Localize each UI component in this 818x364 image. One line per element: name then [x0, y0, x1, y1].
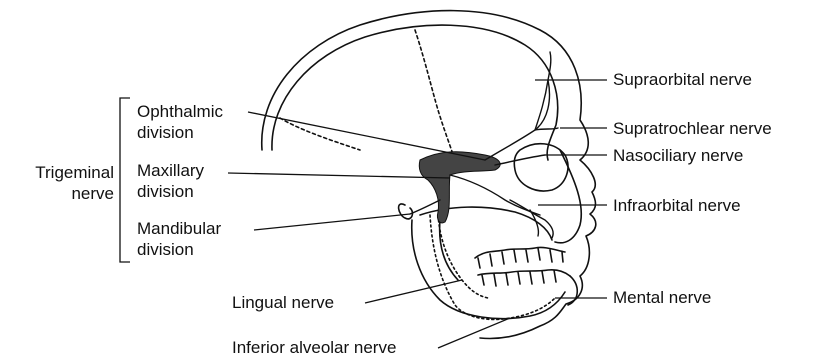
- lambdoid-suture: [280, 118, 360, 150]
- inferior-alveolar-leader: [438, 318, 510, 348]
- supratrochlear-label: Supratrochlear nerve: [613, 118, 772, 139]
- infraorbital-label: Infraorbital nerve: [613, 195, 741, 216]
- ophthalmic-line1: Ophthalmic: [137, 101, 223, 122]
- maxillary-line1: Maxillary: [137, 160, 204, 181]
- supraorbital-branch: [535, 52, 551, 130]
- coronal-suture: [415, 30, 458, 170]
- lingual-leader: [365, 280, 462, 303]
- supraorbital-label: Supraorbital nerve: [613, 69, 752, 90]
- supratrochlear-text: Supratrochlear nerve: [613, 119, 772, 138]
- nasociliary-label: Nasociliary nerve: [613, 145, 743, 166]
- mental-text: Mental nerve: [613, 288, 711, 307]
- mandibular-branch: [410, 200, 440, 214]
- maxillary-line2: division: [137, 181, 204, 202]
- lingual-label: Lingual nerve: [232, 292, 334, 313]
- mandible-ramus: [440, 220, 458, 280]
- mandible: [412, 220, 565, 319]
- ear: [399, 204, 413, 219]
- nasociliary-branch: [495, 155, 545, 165]
- maxillary-leader: [228, 173, 450, 178]
- ophthalmic-line2: division: [137, 122, 223, 143]
- inferior-alveolar-label: Inferior alveolar nerve: [232, 337, 396, 358]
- trigeminal-line1: Trigeminal: [2, 162, 114, 183]
- mandibular-line2: division: [137, 239, 221, 260]
- ophthalmic-label: Ophthalmic division: [137, 101, 223, 143]
- ophthalmic-branch: [485, 80, 549, 160]
- infraorbital-text: Infraorbital nerve: [613, 196, 741, 215]
- trigeminal-line2: nerve: [2, 183, 114, 204]
- inferior-alveolar-text: Inferior alveolar nerve: [232, 338, 396, 357]
- trigeminal-bracket: [120, 98, 130, 262]
- mandibular-line1: Mandibular: [137, 218, 221, 239]
- mandibular-label: Mandibular division: [137, 218, 221, 260]
- upper-teeth: [475, 247, 565, 268]
- ophthalmic-leader: [248, 112, 485, 160]
- nasociliary-text: Nasociliary nerve: [613, 146, 743, 165]
- maxillary-label: Maxillary division: [137, 160, 204, 202]
- skull-outline: [272, 25, 558, 160]
- trigeminal-label: Trigeminal nerve: [2, 162, 114, 204]
- mandibular-leader: [254, 214, 410, 230]
- supraorbital-text: Supraorbital nerve: [613, 70, 752, 89]
- mental-label: Mental nerve: [613, 287, 711, 308]
- lingual-text: Lingual nerve: [232, 293, 334, 312]
- lower-teeth: [478, 270, 570, 286]
